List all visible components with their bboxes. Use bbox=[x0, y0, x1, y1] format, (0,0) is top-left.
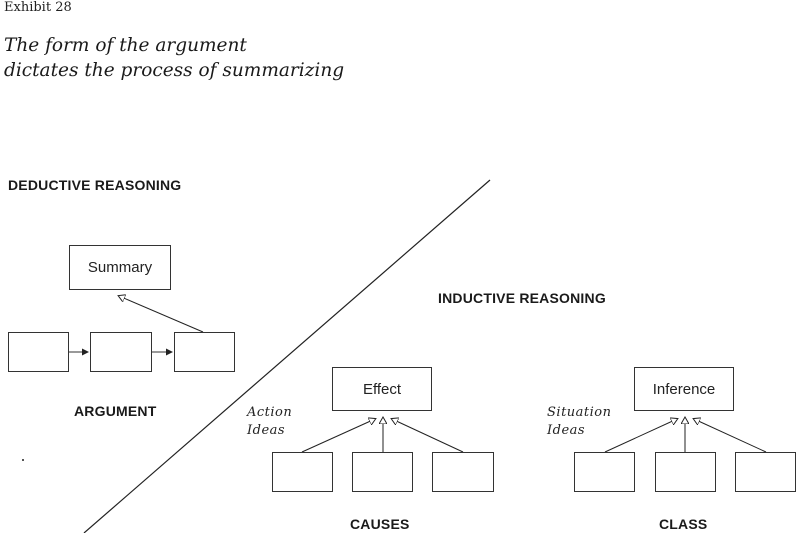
cause-arrow-3 bbox=[392, 419, 464, 453]
exhibit-label: Exhibit 28 bbox=[4, 0, 72, 15]
class-box-2 bbox=[655, 452, 716, 492]
effect-box: Effect bbox=[332, 367, 432, 411]
cause-box-2 bbox=[352, 452, 413, 492]
causes-caption: CAUSES bbox=[350, 516, 410, 532]
argument-box-3 bbox=[174, 332, 235, 372]
summary-box: Summary bbox=[69, 245, 171, 290]
cause-box-1 bbox=[272, 452, 333, 492]
inductive-heading: INDUCTIVE REASONING bbox=[438, 290, 606, 306]
scan-speck bbox=[22, 459, 24, 461]
situation-ideas-label: Situation Ideas bbox=[547, 405, 612, 438]
divider-line bbox=[83, 179, 491, 533]
cause-box-3 bbox=[432, 452, 494, 492]
action-ideas-label: Action Ideas bbox=[247, 405, 293, 438]
exhibit-title: The form of the argument dictates the pr… bbox=[4, 35, 345, 81]
summary-arrow bbox=[119, 296, 204, 333]
argument-caption: ARGUMENT bbox=[74, 403, 157, 419]
deductive-heading: DEDUCTIVE REASONING bbox=[8, 177, 182, 193]
class-arrow-3 bbox=[694, 419, 767, 453]
cause-arrow-1 bbox=[301, 419, 375, 453]
class-box-3 bbox=[735, 452, 796, 492]
argument-box-1 bbox=[8, 332, 69, 372]
class-caption: CLASS bbox=[659, 516, 708, 532]
class-arrow-1 bbox=[604, 419, 677, 453]
inference-box: Inference bbox=[634, 367, 734, 411]
argument-box-2 bbox=[90, 332, 152, 372]
class-box-1 bbox=[574, 452, 635, 492]
